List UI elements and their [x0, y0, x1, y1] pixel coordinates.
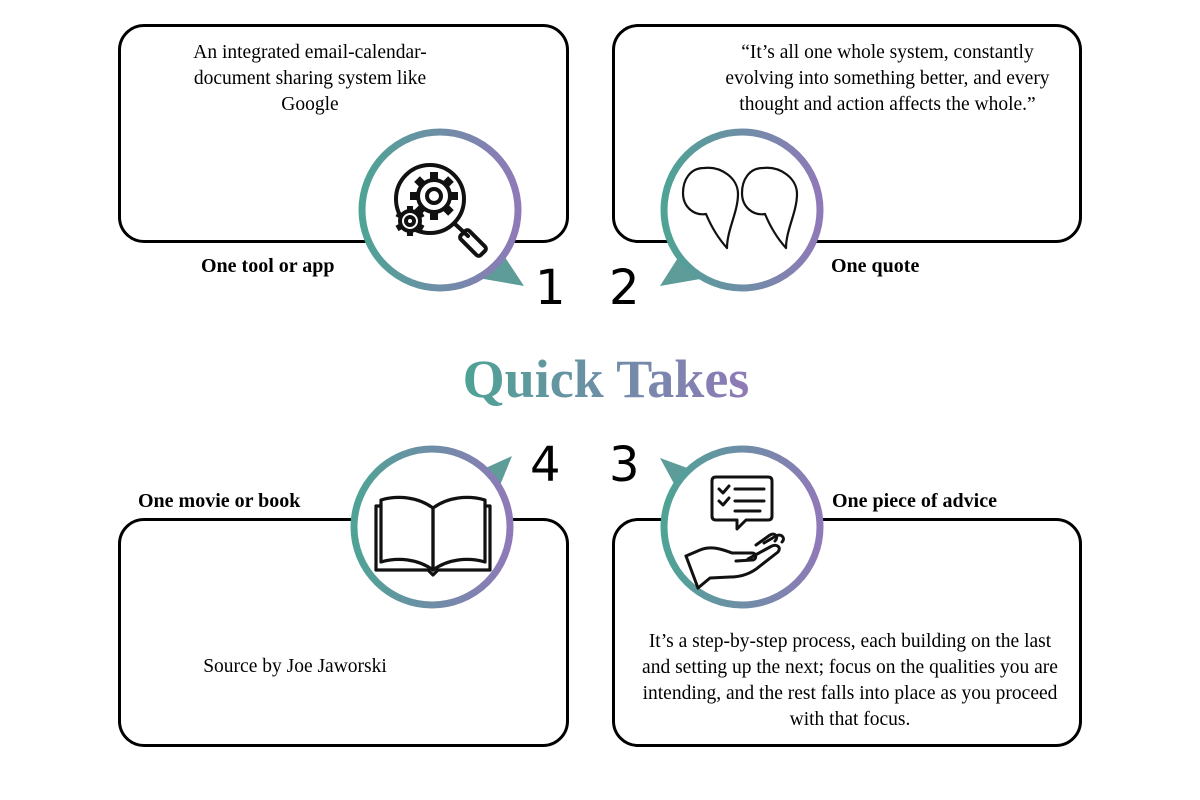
number-4: 4 — [530, 437, 561, 493]
book-text: Source by Joe Jaworski — [203, 656, 387, 677]
book-label: One movie or book — [138, 490, 301, 512]
advice-label: One piece of advice — [832, 490, 997, 512]
tool-label: One tool or app — [201, 255, 335, 277]
number-1: 1 — [535, 260, 566, 316]
main-title: Quick Takes — [0, 347, 1200, 417]
quadrant-box-book — [118, 518, 569, 747]
bubble-pointer-quote — [660, 242, 706, 286]
bubble-pointer-tool — [478, 242, 524, 286]
bubble-pointer-advice — [660, 458, 712, 502]
quote-text: “It’s all one whole system, constantly e… — [725, 42, 1050, 115]
number-3: 3 — [609, 437, 640, 493]
title-text: Quick Takes — [463, 349, 750, 409]
tool-text: An integrated email-calendar-document sh… — [193, 42, 427, 115]
bubble-pointer-book — [468, 456, 512, 500]
number-2: 2 — [609, 260, 640, 316]
title-svg: Quick Takes — [463, 349, 750, 409]
advice-text: It’s a step-by-step process, each buildi… — [642, 631, 1058, 730]
quote-label: One quote — [831, 255, 920, 277]
